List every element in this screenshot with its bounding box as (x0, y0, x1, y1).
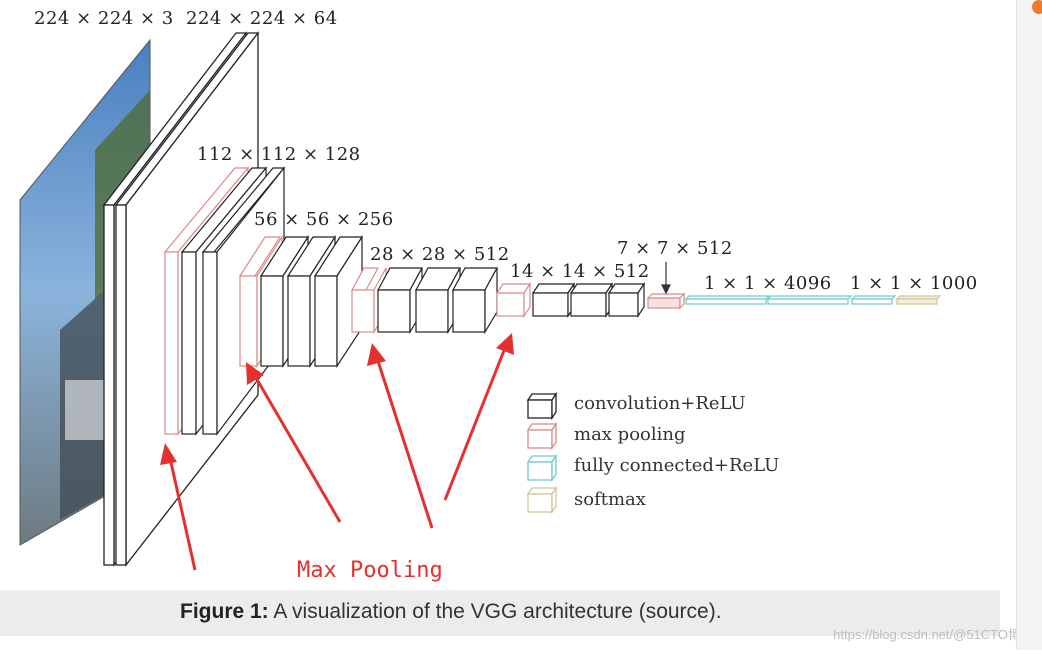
block2 (163, 166, 286, 436)
conv4-dim-label: 28 × 28 × 512 (370, 244, 510, 265)
conv2-dim-label: 112 × 112 × 128 (197, 144, 361, 165)
legend-icons (526, 391, 558, 515)
arrow-icon (160, 443, 197, 571)
legend-label-fc: fully connected+ReLU (574, 455, 780, 476)
right-scroll-panel[interactable] (1016, 0, 1042, 650)
figure-caption: Figure 1: A visualization of the VGG arc… (180, 600, 722, 624)
fc-layers (684, 295, 897, 305)
arrow-icon (367, 343, 434, 529)
arrow-icon (246, 362, 342, 523)
annotation-arrows (160, 333, 514, 571)
input-dim-label: 224 × 224 × 3 (34, 8, 174, 29)
block4 (350, 267, 499, 335)
pool5-block (646, 262, 686, 310)
caption-bar (0, 590, 1000, 636)
legend-icon-softmax (526, 485, 558, 515)
max-pooling-annotation: Max Pooling (297, 558, 443, 583)
legend-icon-conv (526, 391, 558, 421)
caption-body: A visualization of the VGG architecture … (268, 600, 722, 623)
watermark: https://blog.csdn.net/@51CTO博客 (833, 627, 1034, 642)
softmax-layer (895, 295, 942, 305)
fc-dim-label: 1 × 1 × 4096 (704, 273, 832, 294)
legend-icon-fc (526, 453, 558, 483)
block3 (238, 234, 364, 369)
legend-label-pool: max pooling (574, 424, 686, 445)
legend-label-softmax: softmax (574, 489, 646, 510)
notification-dot-icon[interactable] (1032, 0, 1042, 14)
arrow-icon (443, 333, 514, 501)
conv1-dim-label: 224 × 224 × 64 (186, 8, 338, 29)
legend-icon-pool (526, 421, 558, 451)
conv3-dim-label: 56 × 56 × 256 (254, 209, 394, 230)
block5 (495, 282, 646, 318)
legend-label-conv: convolution+ReLU (574, 393, 746, 414)
caption-label: Figure 1: (180, 600, 269, 623)
conv5-dim-label: 14 × 14 × 512 (510, 261, 650, 282)
pool5-dim-label: 7 × 7 × 512 (617, 238, 733, 259)
softmax-dim-label: 1 × 1 × 1000 (850, 273, 978, 294)
